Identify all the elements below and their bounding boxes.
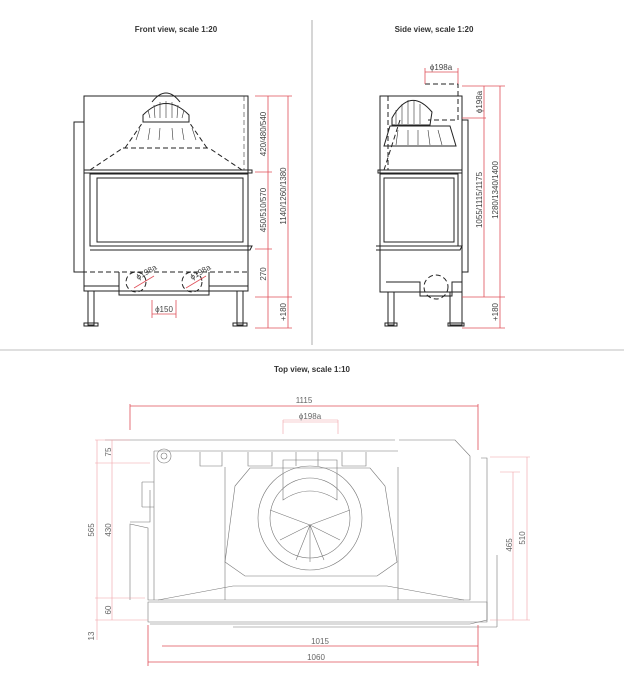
front-hood-icon (89, 92, 243, 171)
side-leg-height-dim: +180 (491, 302, 500, 321)
front-lintel (83, 169, 253, 174)
top-depth-total-dim: 565 (87, 523, 96, 537)
top-body (105, 439, 498, 628)
front-outlet-dim: ϕ150 (155, 305, 173, 314)
top-depth-mid-dim: 430 (104, 523, 113, 537)
front-side-panel (73, 121, 85, 273)
top-view: Top view, scale 1:10 1115 ϕ198a 565 75 (87, 365, 530, 666)
side-hood-icon (383, 96, 457, 171)
top-flue-dim: ϕ198a (299, 412, 322, 421)
front-upper-height-dim: 420/480/540 (259, 111, 268, 156)
side-glass (383, 177, 455, 243)
front-legs (83, 290, 248, 327)
front-view-title: Front view, scale 1:20 (135, 25, 218, 34)
front-view: Front view, scale 1:20 ϕ19 (73, 25, 292, 329)
front-air-inlet-left-dim: ϕ198a (135, 263, 159, 282)
front-leg-height-dim: +180 (279, 302, 288, 321)
side-view: Side view, scale 1:20 ϕ198a ϕ198a 1055/1… (376, 25, 505, 329)
side-total-height-dim: 1280/1340/1400 (491, 161, 500, 219)
top-view-title: Top view, scale 1:10 (274, 365, 351, 374)
top-right-depth-inner-dim: 465 (505, 538, 514, 552)
side-legs (384, 291, 465, 327)
side-glass-frame (379, 173, 459, 247)
top-width-outer-dim: 1060 (307, 653, 325, 662)
front-glass (96, 177, 244, 243)
side-flue-side-dim: ϕ198a (475, 90, 484, 113)
top-depth-top-dim: 75 (104, 447, 113, 456)
top-offset-dim: 13 (87, 631, 96, 640)
top-right-depth-outer-dim: 510 (518, 531, 527, 545)
front-total-height-dim: 1140/1260/1380 (279, 167, 288, 225)
top-width-inner-dim: 1015 (311, 637, 329, 646)
front-body-outline (83, 95, 249, 292)
side-view-title: Side view, scale 1:20 (395, 25, 474, 34)
front-glass-frame (89, 173, 249, 247)
front-base-height-dim: 270 (259, 267, 268, 281)
top-depth-bottom-dim: 60 (104, 605, 113, 614)
side-inner-height-dim: 1055/1115/1175 (475, 171, 484, 228)
top-total-width-dim: 1115 (296, 396, 313, 405)
side-flue-top-dim: ϕ198a (430, 63, 453, 72)
front-glass-height-dim: 450/510/570 (259, 187, 268, 232)
